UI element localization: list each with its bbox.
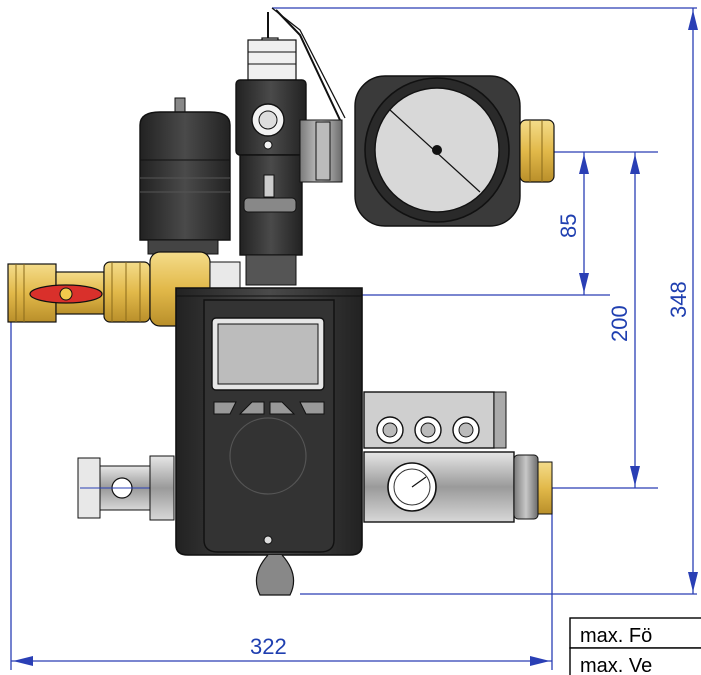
ball-valve-handle xyxy=(29,284,103,304)
width-dimension-label: 322 xyxy=(250,634,287,659)
motor-actuator xyxy=(139,97,231,255)
controller-housing xyxy=(175,287,363,596)
controller-buttons xyxy=(213,401,325,415)
control-valve-body xyxy=(235,39,343,286)
return-pipe-with-gauge xyxy=(363,451,553,523)
port-spacing-dimension-label: 200 xyxy=(607,305,632,342)
spec-row-max-foerderhoehe: max. Fö xyxy=(580,625,652,647)
spec-row-max-volumenstrom: max. Ve xyxy=(580,655,652,675)
spec-table: max. Fö max. Ve xyxy=(569,617,701,675)
flow-meter xyxy=(354,75,555,227)
upper-offset-dimension-label: 85 xyxy=(556,214,581,238)
height-dimension-label: 348 xyxy=(666,281,691,318)
sensor-terminal-block xyxy=(363,391,507,449)
lower-left-ball-valve xyxy=(77,455,175,521)
